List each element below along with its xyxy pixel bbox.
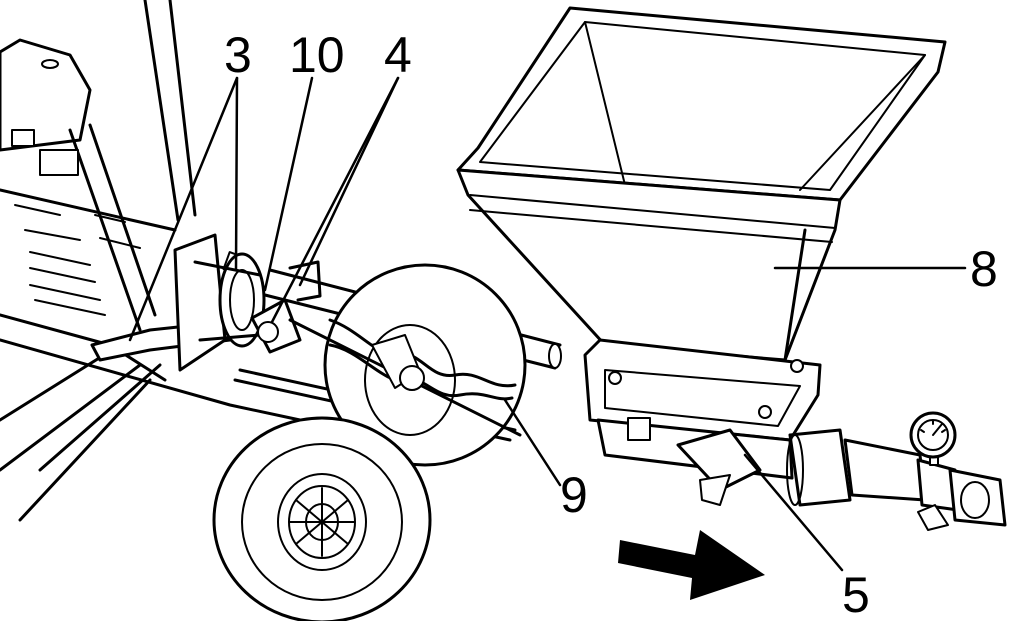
direction-arrow-icon bbox=[618, 530, 765, 600]
callout-4: 4 bbox=[384, 27, 412, 83]
leader-lines bbox=[128, 76, 967, 572]
callout-8: 8 bbox=[970, 241, 998, 297]
power-cable bbox=[328, 318, 517, 401]
callout-3: 3 bbox=[224, 27, 252, 83]
hopper bbox=[456, 6, 947, 480]
callout-9: 9 bbox=[560, 467, 588, 523]
clamp bbox=[250, 260, 322, 354]
callout-10: 10 bbox=[289, 27, 345, 83]
callout-5: 5 bbox=[842, 567, 870, 623]
front-wheel bbox=[212, 416, 432, 621]
outlet-pipe bbox=[786, 411, 1007, 531]
outlet-valve bbox=[676, 428, 762, 506]
coupling-flange bbox=[173, 233, 266, 372]
machine-frame bbox=[0, 0, 302, 522]
pressure-gauge-icon bbox=[909, 411, 957, 459]
